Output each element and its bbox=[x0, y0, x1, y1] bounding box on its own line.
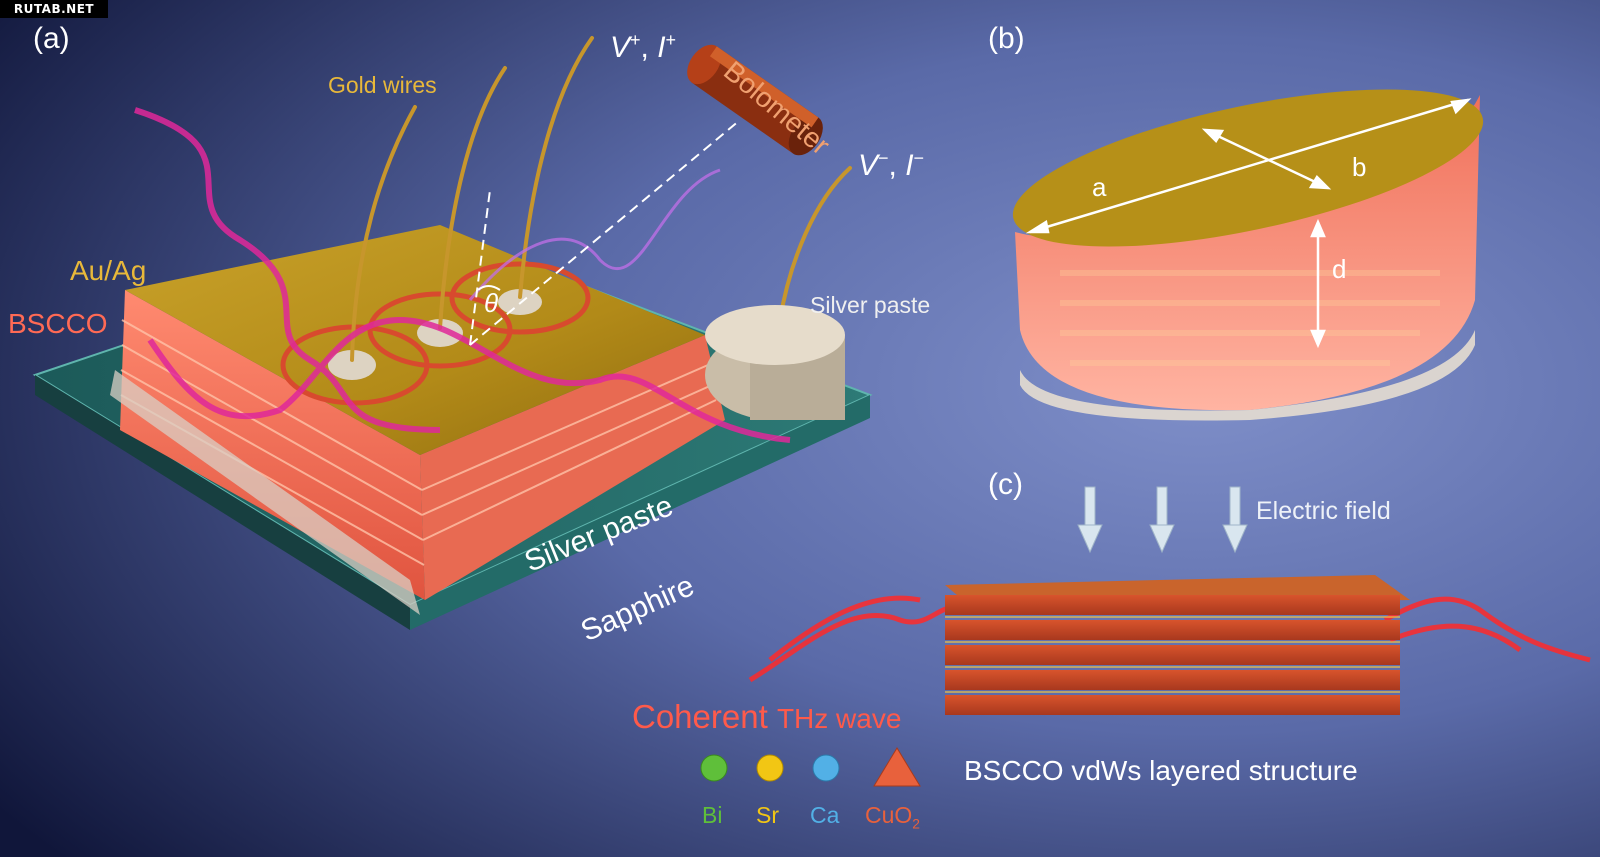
dimension-b-label: b bbox=[1352, 152, 1367, 182]
mesa-dimension-arrows bbox=[1025, 98, 1472, 349]
mesa-bottom-rim bbox=[1020, 330, 1475, 421]
thz-wave-magenta bbox=[134, 107, 791, 443]
mesa-side bbox=[1015, 95, 1480, 411]
theta-arc bbox=[477, 285, 501, 291]
normal-dashed-line bbox=[469, 189, 491, 346]
layered-slab bbox=[945, 575, 1410, 715]
structure-label: BSCCO vdWs layered structure bbox=[964, 755, 1358, 786]
dimension-a-label: a bbox=[1092, 172, 1107, 202]
legend-bi-symbol bbox=[700, 754, 728, 782]
sapphire-substrate-front-left bbox=[35, 375, 410, 630]
theta-label: θ bbox=[484, 288, 499, 318]
dimension-d-label: d bbox=[1332, 254, 1347, 284]
legend-cuo2-symbol bbox=[873, 747, 921, 787]
silver-paste-layer bbox=[110, 370, 420, 615]
bolometer-beam bbox=[469, 119, 741, 346]
bolometer-device bbox=[687, 44, 823, 156]
legend-cuo2-label: CuO2 bbox=[865, 802, 920, 832]
thz-wave-violet bbox=[468, 168, 721, 301]
legend-bi-label: Bi bbox=[702, 802, 723, 828]
electric-field-arrows bbox=[1077, 486, 1248, 554]
legend-sr-label: Sr bbox=[756, 802, 779, 828]
watermark: RUTAB.NET bbox=[0, 0, 108, 18]
silver-paste-top-label: Silver paste bbox=[810, 292, 931, 318]
panel-label-b: (b) bbox=[988, 22, 1025, 55]
panel-label-a: (a) bbox=[33, 22, 70, 55]
v-minus-i-minus-label: V−, I− bbox=[858, 148, 925, 182]
legend-ca-label: Ca bbox=[810, 802, 840, 828]
v-plus-i-plus-label: V+, I+ bbox=[610, 30, 677, 64]
gold-wires bbox=[350, 36, 852, 362]
gold-electrode bbox=[125, 225, 705, 455]
mesa-gold-top bbox=[1012, 89, 1484, 247]
legend-sr-symbol bbox=[756, 754, 784, 782]
bscco-label: BSCCO bbox=[8, 308, 108, 339]
thz-red-beams bbox=[748, 595, 1591, 683]
coherent-thz-label: Coherent THz wave bbox=[632, 698, 902, 735]
legend-ca-symbol bbox=[812, 754, 840, 782]
sapphire-substrate-front-right bbox=[410, 395, 870, 630]
panel-label-c: (c) bbox=[988, 468, 1023, 501]
electric-field-label: Electric field bbox=[1256, 497, 1391, 525]
gold-wires-label: Gold wires bbox=[328, 72, 437, 98]
mesa-texture bbox=[1060, 270, 1440, 366]
au-ag-label: Au/Ag bbox=[70, 255, 147, 286]
